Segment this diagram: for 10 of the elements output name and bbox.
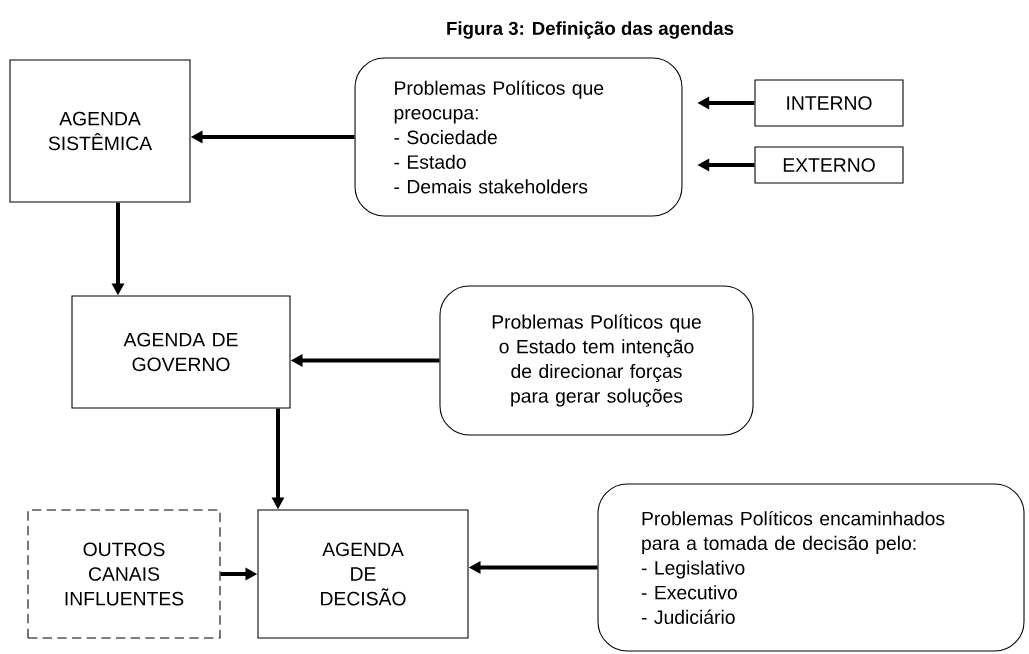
process-box: EXTERNO [754, 146, 904, 184]
rounded-box: Problemas Políticos que o Estado tem intenção de direcionar forças para gerar soluções [439, 285, 754, 436]
figure-title: Figura 3: Definição das agendas [447, 21, 734, 39]
rounded-box: Problemas Políticos encaminhados para a tomada de decisão pelo: - Legislativo - Executivo - Judiciário [597, 483, 1025, 652]
process-box: AGENDA DE DECISÃO [257, 509, 469, 639]
dashed-box: OUTROS CANAIS INFLUENTES [27, 509, 221, 639]
process-box: AGENDA DE GOVERNO [71, 295, 291, 409]
process-box: INTERNO [754, 79, 904, 127]
rounded-box: Problemas Políticos que preocupa: - Sociedade - Estado - Demais stakeholders [354, 57, 683, 217]
process-box: AGENDA SISTÊMICA [9, 59, 191, 203]
